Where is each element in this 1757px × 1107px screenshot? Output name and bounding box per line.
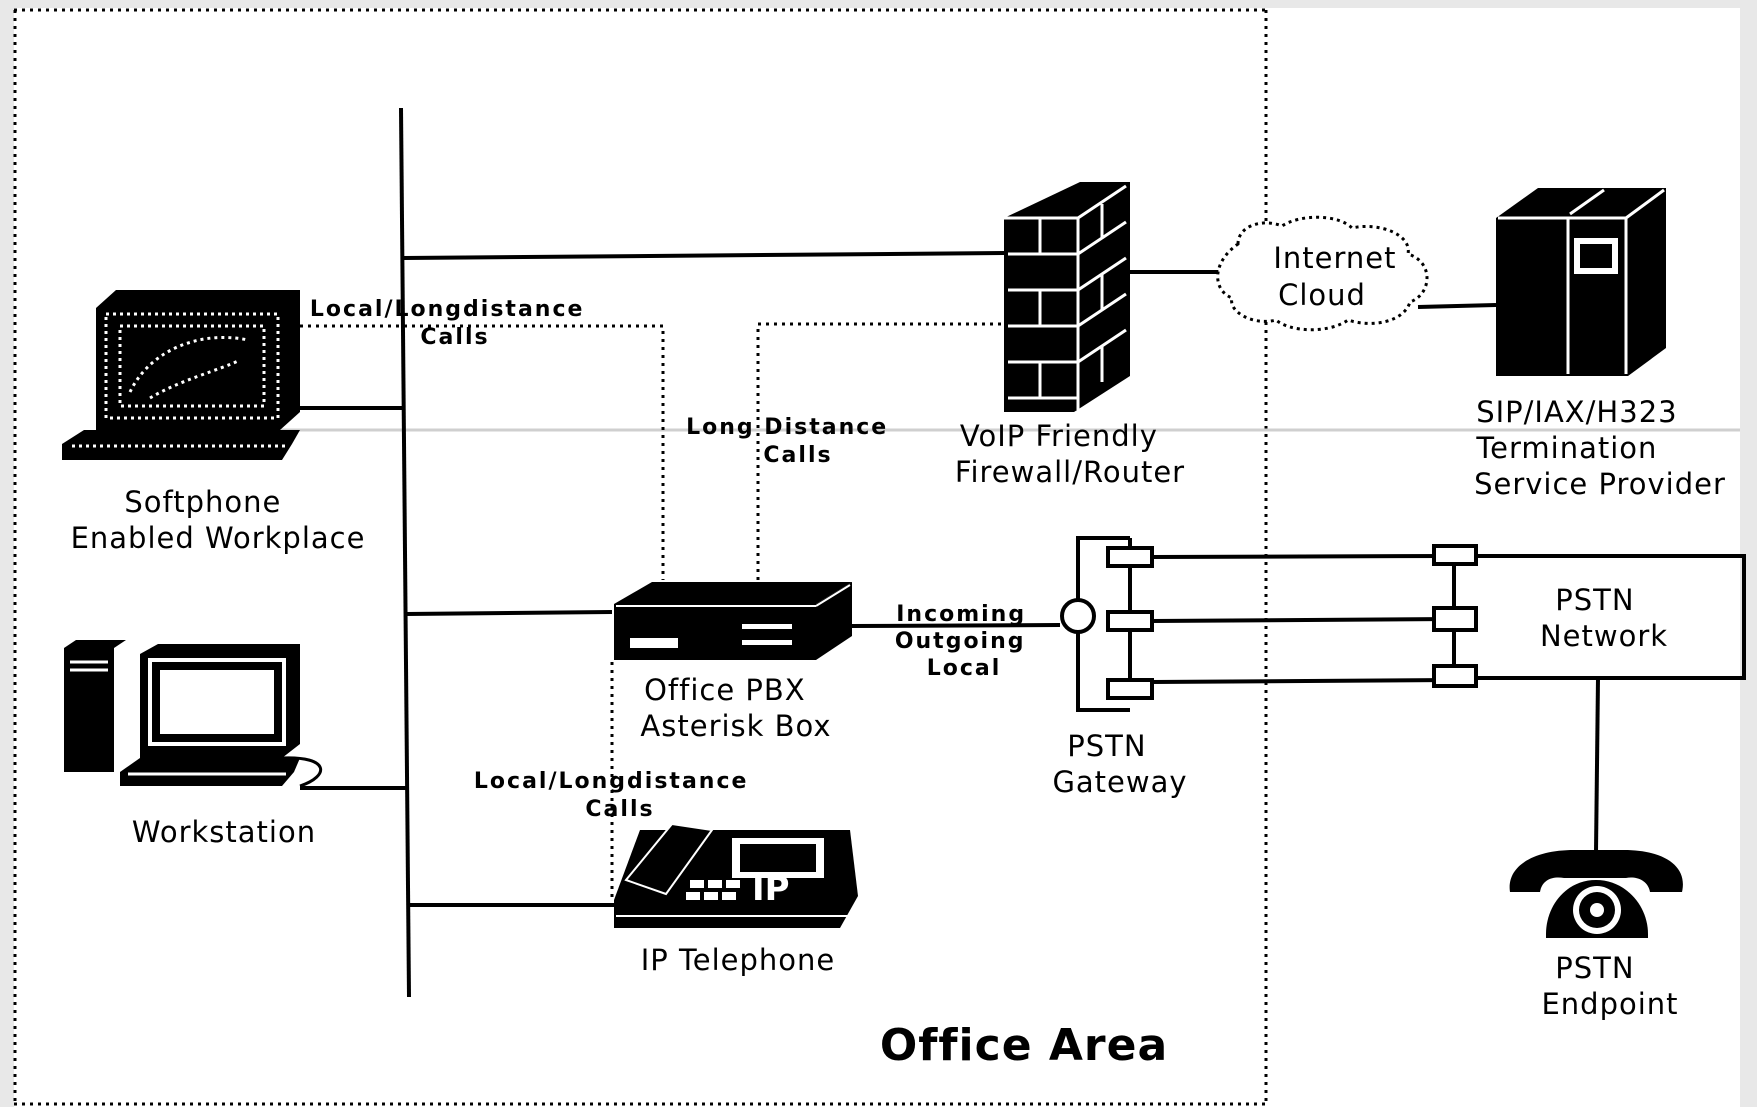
office-area-label: Office Area xyxy=(880,1020,1168,1071)
ip-telephone-label: IP Telephone xyxy=(641,943,836,977)
ip-badge-label: IP xyxy=(752,869,790,909)
provider-server-icon xyxy=(1496,188,1666,376)
link-lan-pbx xyxy=(406,612,612,614)
link-internet-provider xyxy=(1418,305,1496,307)
workstation-icon xyxy=(64,640,321,786)
pbx-server-icon xyxy=(614,582,852,660)
link-network-endpoint xyxy=(1596,678,1598,852)
softphone-laptop-icon xyxy=(62,290,300,460)
workstation-label: Workstation xyxy=(132,815,316,849)
ip-telephone-icon: IP xyxy=(614,824,858,928)
firewall-brick-icon xyxy=(1004,182,1130,412)
